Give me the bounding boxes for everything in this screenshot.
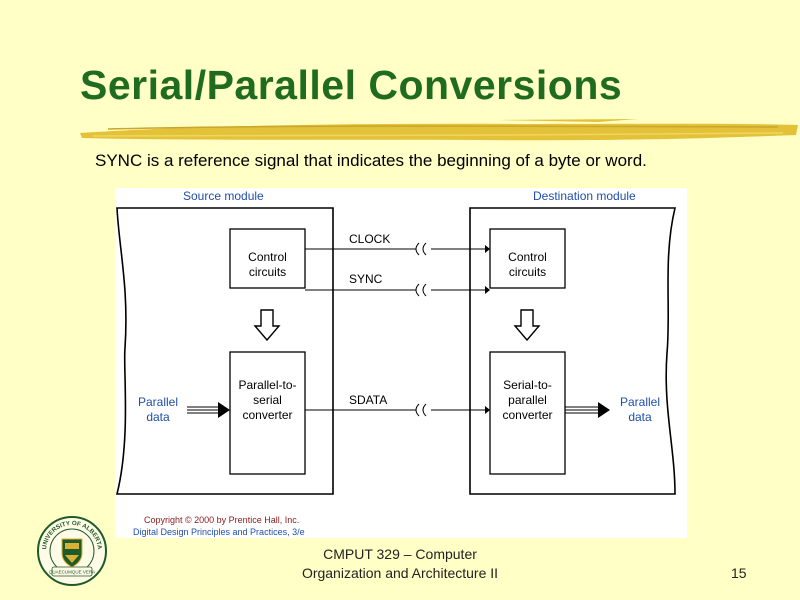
left-control-label-1: Control [248,250,287,264]
sdata-signal-line [305,403,490,417]
parallel-input-label-2: data [146,410,170,424]
parallel-input-arrow [187,402,230,418]
parallel-input-label-1: Parallel [138,395,178,409]
slide-footer: CMPUT 329 – Computer Organization and Ar… [280,545,520,583]
left-down-arrow [253,309,281,342]
destination-module-box [469,207,677,495]
sync-signal-line [305,283,490,297]
right-control-circuits-box [489,228,566,289]
logo-motto: QUAECUMQUE VERA [49,570,95,575]
parallel-output-label-1: Parallel [620,395,660,409]
sdata-label: SDATA [349,393,387,407]
copyright-line-2: Digital Design Principles and Practices,… [133,527,305,537]
university-logo: UNIVERSITY OF ALBERTA QUAECUMQUE VERA [37,516,107,586]
clock-label: CLOCK [349,232,390,246]
left-control-label-2: circuits [249,265,286,279]
right-down-arrow [513,309,541,342]
page-number: 15 [731,565,747,581]
p2s-label-2: serial [253,393,282,407]
parallel-output-arrow [565,402,610,418]
s2p-label-3: converter [502,408,552,422]
destination-module-label: Destination module [533,189,636,203]
right-control-label-1: Control [508,250,547,264]
sync-label: SYNC [349,272,383,286]
slide-title: Serial/Parallel Conversions [80,62,623,108]
p2s-label-1: Parallel-to- [238,378,296,392]
clock-signal-line [305,242,490,256]
source-module-label: Source module [183,189,264,203]
motto-ribbon [51,566,93,577]
parallel-to-serial-box [229,351,306,475]
parallel-output-label-2: data [628,410,652,424]
footer-line-1: CMPUT 329 – Computer [323,546,477,562]
slide-subtitle: SYNC is a reference signal that indicate… [95,151,647,170]
p2s-label-3: converter [242,408,292,422]
right-control-label-2: circuits [509,265,546,279]
s2p-label-2: parallel [508,393,547,407]
footer-line-2: Organization and Architecture II [301,565,499,581]
title-underline-brush [80,119,798,141]
left-control-circuits-box [229,228,306,289]
s2p-label-1: Serial-to- [503,378,552,392]
copyright-line-1: Copyright © 2000 by Prentice Hall, Inc. [144,515,299,525]
source-module-box [115,207,334,495]
serial-parallel-diagram: Source module Destination module Control… [115,188,687,538]
